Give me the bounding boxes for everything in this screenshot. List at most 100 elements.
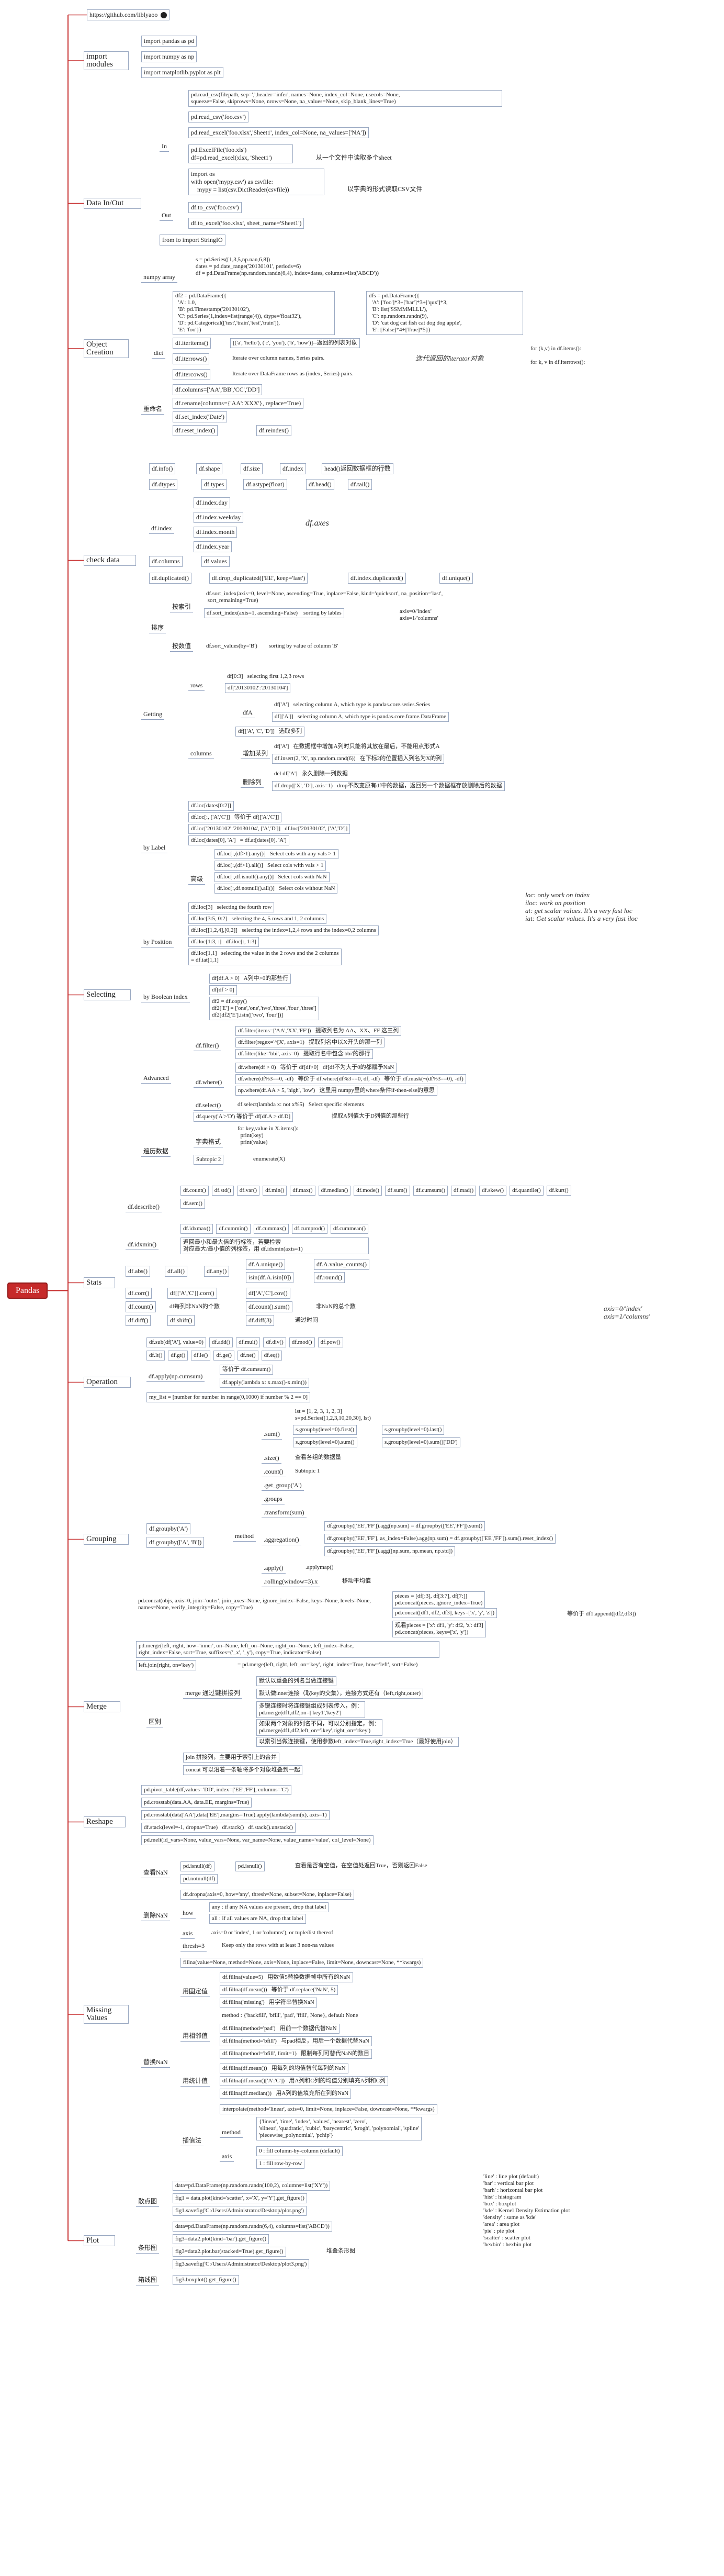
section-reshape[interactable]: Reshape bbox=[84, 1816, 126, 1827]
section-missing-values[interactable]: Missing Values bbox=[84, 2005, 129, 2024]
scatter-save[interactable]: fig1.savefig('C:/Users/Administrator/Des… bbox=[173, 2206, 307, 2216]
index-duplicated[interactable]: df.index.duplicated() bbox=[348, 573, 406, 584]
loc-cols[interactable]: df.loc[:, ['A','C']] 等价于 df[['A','C']] bbox=[188, 812, 282, 822]
group-transform[interactable]: .transform(sum) bbox=[262, 1508, 307, 1518]
section-operation[interactable]: Operation bbox=[84, 1377, 131, 1388]
diff-3[interactable]: df.diff(3) bbox=[246, 1315, 275, 1326]
op-row2-item[interactable]: df.gt() bbox=[168, 1351, 188, 1361]
numpy-array-code[interactable]: s = pd.Series([1,3,5,np.nan,6,8]) dates … bbox=[196, 257, 379, 276]
section-data-io[interactable]: Data In/Out bbox=[84, 198, 141, 209]
fill-mean-eq[interactable]: df.fillna(df.mean()) 等价于 df.replace('NaN… bbox=[220, 1985, 338, 1995]
value-counts[interactable]: df.A.value_counts() bbox=[314, 1259, 369, 1270]
iterrows[interactable]: df.iterrows() bbox=[173, 353, 210, 364]
idxmin-grid-item[interactable]: df.cummin() bbox=[216, 1224, 251, 1234]
dfA-frame[interactable]: df[['A']] selecting column A, which type… bbox=[272, 712, 449, 722]
csv-dictreader[interactable]: import os with open('mypy.csv') as csvfi… bbox=[188, 169, 324, 195]
cov-ac[interactable]: df['A','C'].cov() bbox=[246, 1288, 290, 1299]
iter-items-code[interactable]: for key,value in X.items(): print(key) p… bbox=[237, 1125, 299, 1145]
idxmin-grid-item[interactable]: df.cummean() bbox=[331, 1224, 368, 1234]
add-col-assign[interactable]: df['A'] 在数据框中增加A列时只能将其放在最后，不能用点形式A bbox=[274, 743, 440, 750]
df-astype[interactable]: df.astype(float) bbox=[243, 479, 287, 490]
group-sum-code[interactable]: lst = [1, 2, 3, 1, 2, 3] s=pd.Series([1,… bbox=[295, 1408, 371, 1421]
agg-multi[interactable]: df.groupby(['EE','FF']).agg([np.sum, np.… bbox=[324, 1546, 456, 1556]
idxmin-grid-item[interactable]: df.idxmax() bbox=[180, 1224, 213, 1234]
read-excel[interactable]: pd.read_excel('foo.xlsx','Sheet1', index… bbox=[188, 127, 369, 138]
group-sum-dd[interactable]: s.groupby(level=0).sum()['DD'] bbox=[382, 1437, 460, 1447]
group-rolling[interactable]: .rolling(window=3).x bbox=[262, 1577, 320, 1587]
dict-code-df2[interactable]: df2 = pd.DataFrame({ 'A': 1.0, 'B': pd.T… bbox=[173, 291, 335, 335]
describe-grid-item[interactable]: df.sem() bbox=[180, 1199, 205, 1209]
rename-method[interactable]: df.rename(columns={'AA':'XXX'}, replace=… bbox=[173, 398, 304, 409]
agg-reset[interactable]: df.groupby(['EE','FF'], as_index=False).… bbox=[324, 1534, 556, 1544]
groupby-a[interactable]: df.groupby('A') bbox=[146, 1523, 190, 1534]
op-row1-item[interactable]: df.sub(df['A'], value=0) bbox=[146, 1337, 206, 1347]
sort-index-example[interactable]: df.sort_index(axis=1, ascending=False) s… bbox=[204, 608, 344, 618]
iloc-row[interactable]: df.iloc[3] selecting the fourth row bbox=[188, 902, 275, 912]
apply-cumsum[interactable]: df.apply(np.cumsum) bbox=[146, 1371, 205, 1382]
import-pandas[interactable]: import pandas as pd bbox=[141, 36, 197, 47]
enumerate[interactable]: enumerate(X) bbox=[253, 1156, 286, 1162]
import-numpy[interactable]: import numpy as np bbox=[141, 51, 197, 62]
crosstab-apply[interactable]: pd.crosstab(data['AA'],data['EE'],margin… bbox=[141, 1810, 330, 1820]
df-all[interactable]: df.all() bbox=[165, 1266, 187, 1277]
dfA-series[interactable]: df['A'] selecting column A, which type i… bbox=[274, 701, 431, 708]
count[interactable]: df.count() bbox=[126, 1301, 156, 1312]
describe-grid-item[interactable]: df.max() bbox=[290, 1186, 315, 1196]
op-row2-item[interactable]: df.ge() bbox=[213, 1351, 234, 1361]
iloc-rows-cols[interactable]: df.iloc[1:3, :] df.iloc[:, 1:3] bbox=[188, 937, 259, 947]
loc-notnull[interactable]: df.loc[:,df.notnull().all()] Select cols… bbox=[214, 884, 338, 894]
section-plot[interactable]: Plot bbox=[84, 2235, 115, 2246]
select-item[interactable]: df.select(lambda x: not x%5) Select spec… bbox=[237, 1101, 364, 1108]
to-csv[interactable]: df.to_csv('foo.csv') bbox=[188, 202, 242, 213]
reset-index[interactable]: df.reset_index() bbox=[173, 425, 218, 436]
github-url[interactable]: https://github.com/liblyaoo bbox=[89, 11, 158, 18]
multi-columns[interactable]: df[['A', 'C', 'D']] 选取多列 bbox=[235, 727, 305, 737]
filter-items[interactable]: df.filter(items=['AA','XX','FF']) 提取列名为 … bbox=[235, 1026, 402, 1036]
group-count[interactable]: .count() bbox=[262, 1467, 286, 1477]
iloc-scalar[interactable]: df.iloc[1,1] selecting the value in the … bbox=[188, 949, 342, 965]
apply-lambda[interactable]: df.apply(lambda x: x.max()-x.min()) bbox=[220, 1378, 309, 1388]
bool-isin[interactable]: df2 = df.copy() df2['E'] = ['one','one',… bbox=[209, 997, 319, 1020]
index-year[interactable]: df.index.year bbox=[194, 541, 232, 552]
op-row1-item[interactable]: df.mod() bbox=[289, 1337, 315, 1347]
loc-range[interactable]: df.loc['20130102':'20130104', ['A','D']]… bbox=[188, 824, 350, 834]
op-row2-item[interactable]: df.eq() bbox=[261, 1351, 282, 1361]
isnull-df[interactable]: pd.isnull(df) bbox=[180, 1861, 214, 1871]
pivot-table[interactable]: pd.pivot_table(df,values='DD', index=['E… bbox=[141, 1785, 291, 1795]
describe-grid-item[interactable]: df.count() bbox=[180, 1186, 209, 1196]
groupby-ab[interactable]: df.groupby(['A', 'B']) bbox=[146, 1537, 205, 1548]
describe-grid-item[interactable]: df.skew() bbox=[479, 1186, 507, 1196]
corr-ac[interactable]: df[['A','C']].corr() bbox=[167, 1288, 217, 1299]
df-abs[interactable]: df.abs() bbox=[126, 1266, 150, 1277]
describe-grid-item[interactable]: df.mad() bbox=[451, 1186, 477, 1196]
loc-dates[interactable]: df.loc[dates[0:2]] bbox=[188, 801, 234, 811]
group-first[interactable]: s.groupby(level=0).first() bbox=[293, 1425, 357, 1435]
github-link[interactable]: https://github.com/liblyaoo bbox=[87, 9, 170, 20]
where-mod[interactable]: df.where(df%3==0, -df) 等价于 df.where(df%3… bbox=[235, 1074, 466, 1084]
df-duplicated[interactable]: df.duplicated() bbox=[149, 573, 191, 584]
describe-grid-item[interactable]: df.sum() bbox=[384, 1186, 410, 1196]
op-row2-item[interactable]: df.ne() bbox=[237, 1351, 258, 1361]
index-day[interactable]: df.index.day bbox=[194, 497, 230, 508]
concat-pieces[interactable]: pieces = [df[:3], df[3:7], df[7:]] pd.co… bbox=[392, 1591, 485, 1608]
itertuples[interactable]: df.itercows() bbox=[173, 369, 210, 380]
add-col-insert[interactable]: df.insert(2, 'X', np.random.rand(6)) 在下标… bbox=[272, 754, 445, 764]
bar-plot[interactable]: fig3=data2.plot(kind='bar').get_figure() bbox=[173, 2234, 269, 2244]
group-last[interactable]: s.groupby(level=0).last() bbox=[382, 1425, 445, 1435]
subtopic-2[interactable]: Subtopic 2 bbox=[194, 1155, 224, 1165]
where-gt[interactable]: df.where(df > 0) 等价于 df[df>0] df[df不为大于0… bbox=[235, 1063, 397, 1073]
op-row2-item[interactable]: df.le() bbox=[191, 1351, 211, 1361]
iloc-list[interactable]: df.iloc[[1,2,4],[0,2]] selecting the ind… bbox=[188, 925, 379, 935]
concat-signature[interactable]: pd.concat(objs, axis=0, join='outer', jo… bbox=[138, 1598, 371, 1611]
fill-limit[interactable]: df.fillna(method='bfill', limit=1) 限制每列可… bbox=[220, 2049, 372, 2059]
join-code[interactable]: left.join(right, on='key') bbox=[136, 1660, 197, 1670]
notnull-df[interactable]: pd.notnull(df) bbox=[180, 1874, 218, 1884]
describe-grid-item[interactable]: df.std() bbox=[211, 1186, 234, 1196]
df-tail[interactable]: df.tail() bbox=[348, 479, 372, 490]
np-where[interactable]: np.where(df.AA > 5, 'high', 'low') 这里用 n… bbox=[235, 1086, 437, 1096]
df-types[interactable]: df.types bbox=[201, 479, 227, 490]
bool-gt[interactable]: df[df.A > 0] A列中>0的那些行 bbox=[209, 974, 291, 984]
section-check-data[interactable]: check data bbox=[84, 555, 136, 566]
describe-grid-item[interactable]: df.cumsum() bbox=[413, 1186, 448, 1196]
concat-dict[interactable]: 观看pieces = ['x': df1, 'y': df2, 'z': df3… bbox=[392, 1621, 486, 1637]
